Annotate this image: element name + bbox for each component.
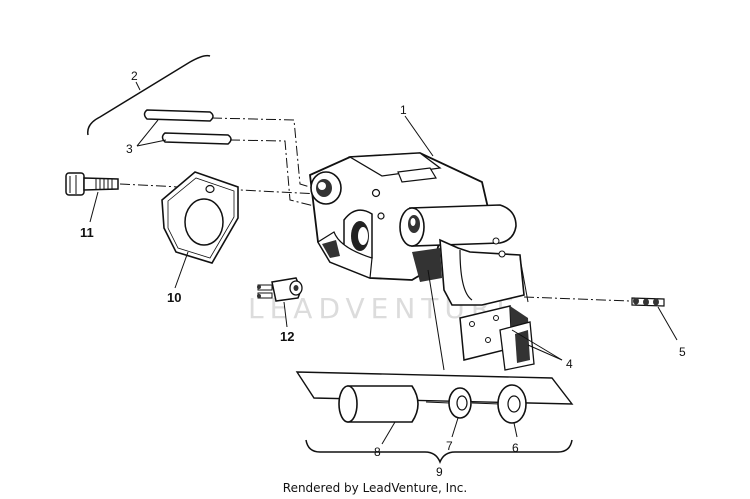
brake-pads	[459, 305, 535, 371]
callout-3: 3	[126, 142, 133, 156]
pin-upper	[143, 109, 214, 122]
bleed-screw	[631, 297, 665, 307]
callout-5: 5	[679, 345, 686, 359]
seal-large	[497, 384, 527, 424]
alignment-line-body-right	[519, 257, 529, 303]
alignment-line-pin-lower	[229, 139, 331, 211]
leader-3b	[136, 139, 167, 147]
callout-11: 11	[80, 225, 94, 240]
callout-12: 12	[280, 329, 294, 344]
caliper-body	[309, 152, 525, 306]
leader-2	[135, 81, 141, 91]
alignment-line-plane	[425, 401, 451, 404]
callout-4: 4	[566, 357, 573, 371]
pin-lower	[161, 132, 232, 145]
alignment-line-bolt	[119, 183, 321, 195]
leader-3a	[136, 119, 159, 147]
piston	[338, 385, 419, 423]
callout-1: 1	[400, 103, 407, 117]
callout-7: 7	[446, 439, 453, 453]
leader-10	[174, 251, 189, 289]
gasket-plate	[161, 171, 239, 264]
alignment-line-pin-upper	[211, 117, 321, 191]
callout-8: 8	[374, 445, 381, 459]
leader-1	[404, 115, 434, 157]
alignment-line-body	[427, 269, 445, 371]
switch	[257, 277, 303, 302]
bolt	[65, 172, 119, 196]
assembly-plane	[295, 371, 574, 405]
leader-7	[451, 417, 459, 438]
footer-credit: Rendered by LeadVenture, Inc.	[282, 481, 468, 495]
callout-9: 9	[436, 465, 443, 479]
callout-2: 2	[131, 69, 138, 83]
callout-10: 10	[167, 290, 181, 305]
leader-12	[283, 301, 288, 328]
leader-11	[89, 191, 99, 223]
alignment-line-bleeder	[523, 296, 631, 302]
leader-6	[513, 422, 518, 438]
leader-4a	[511, 329, 563, 361]
seal-small	[448, 387, 472, 419]
bracket-2	[87, 54, 211, 136]
leader-5	[657, 306, 678, 341]
alignment-line-plane-2	[471, 402, 501, 405]
leader-4b	[527, 344, 563, 361]
callout-6: 6	[512, 441, 519, 455]
leader-8	[381, 421, 396, 445]
bracket-9	[305, 439, 573, 465]
